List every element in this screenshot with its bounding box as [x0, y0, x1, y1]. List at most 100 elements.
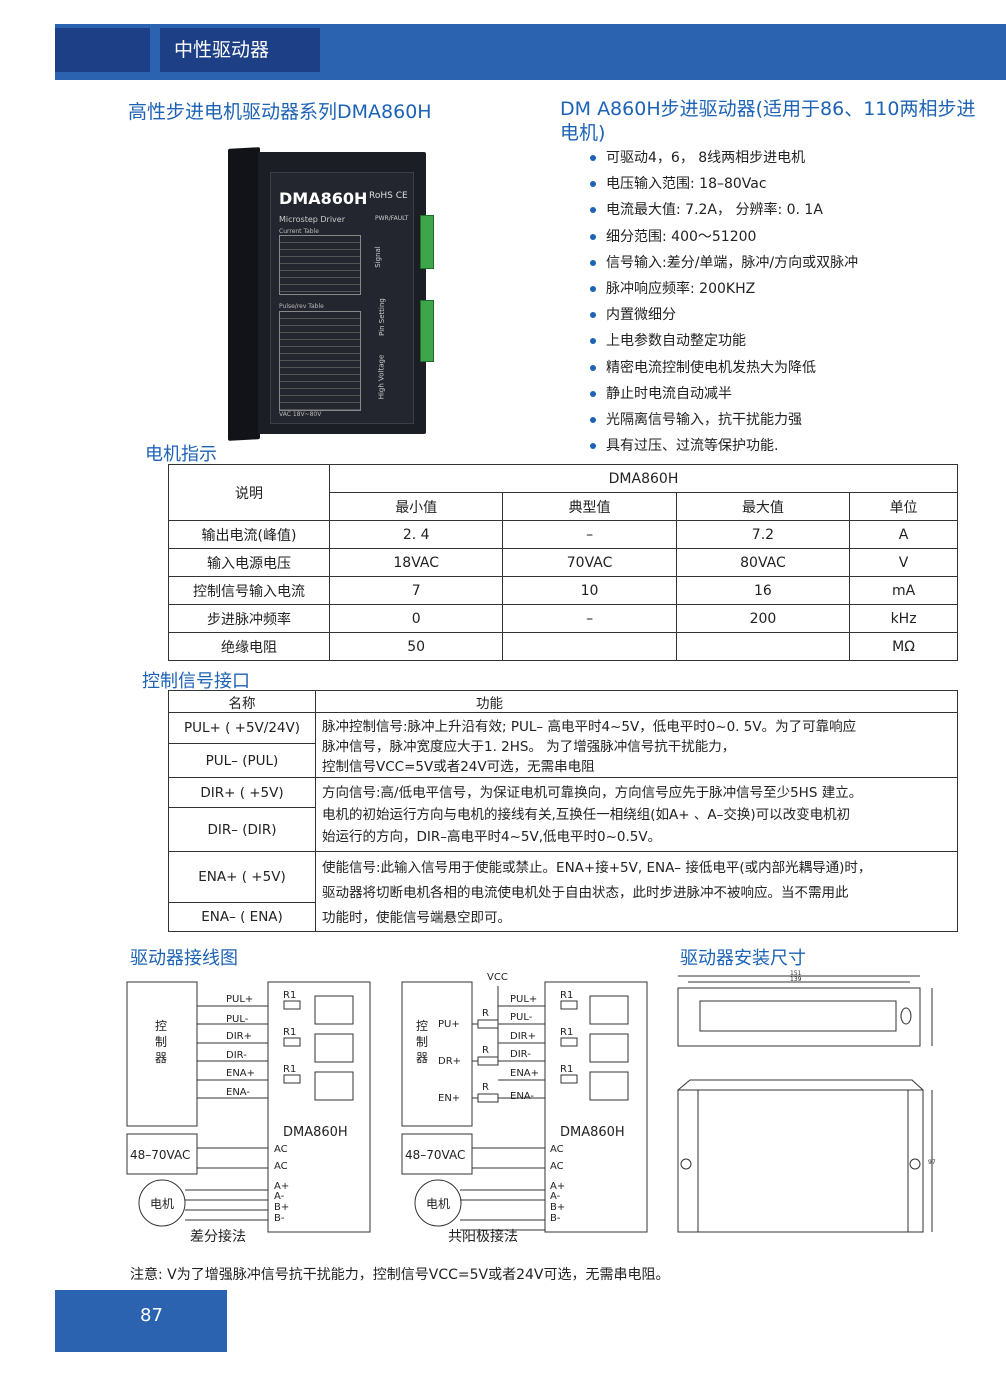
- dim-inner: 139: [790, 976, 802, 983]
- driver-model-common: DMA860H: [560, 1125, 625, 1140]
- sig-pul-line: 脉冲控制信号:脉冲上升沿有效; PUL– 高电平时4~5V，低电平时0~0. 5…: [322, 719, 857, 735]
- phase-label: A-: [550, 1191, 561, 1202]
- sig-col-func: 功能: [315, 690, 958, 713]
- top-view-outline: [677, 987, 921, 1047]
- table-row: 输入电源电压 18VAC 70VAC 80VAC V: [168, 548, 958, 577]
- r1-label: R1: [560, 1027, 573, 1038]
- feature-item: 电压输入范围: 18–80Vac: [582, 171, 942, 197]
- signal-terminal-block: [420, 215, 434, 269]
- spec-desc-header: 说明: [168, 464, 330, 521]
- power-box-diff: [126, 1133, 198, 1175]
- page-number: 87: [55, 1290, 227, 1352]
- motor-spec-table: 说明 DMA860H 最小值 典型值 最大值 单位 输出电流(峰值) 2. 4 …: [168, 464, 958, 661]
- sig-ena-desc: 使能信号:此输入信号用于使能或禁止。ENA+接+5V, ENA– 接低电平(或内…: [315, 851, 958, 932]
- spec-cell: 输出电流(峰值): [168, 520, 330, 549]
- ac-label: AC: [274, 1161, 288, 1172]
- install-dimension-drawing: 151 139 97: [677, 970, 936, 1233]
- spec-col-unit: 单位: [849, 492, 958, 521]
- section-label: 中性驱动器: [160, 28, 320, 72]
- sig-pul-minus: PUL– (PUL): [168, 743, 316, 778]
- r-label: R: [482, 1082, 489, 1093]
- driver-box-common: [544, 981, 648, 1233]
- phase-label: B+: [550, 1202, 565, 1213]
- feature-item: 上电参数自动整定功能: [582, 328, 942, 354]
- controller-label-common: 制: [416, 1035, 428, 1049]
- input-label: DR+: [438, 1056, 461, 1067]
- feature-item: 细分范围: 400～51200: [582, 224, 942, 250]
- feature-item: 可驱动4，6， 8线两相步进电机: [582, 145, 942, 171]
- motor-label-common: 电机: [426, 1197, 450, 1211]
- device-side: [228, 147, 260, 441]
- controller-label-diff: 制: [155, 1035, 167, 1049]
- spec-cell: MΩ: [849, 632, 958, 661]
- spec-cell: 2. 4: [328, 520, 504, 549]
- sig-dir-plus: DIR+ ( +5V): [168, 777, 316, 808]
- dim-width: 151: [790, 970, 802, 977]
- sig-ena-plus: ENA+ ( +5V): [168, 850, 316, 904]
- phase-label: B+: [274, 1202, 289, 1213]
- sig-dir-line: 始运行的方向，DIR–高电平时4~5V,低电平时0~0.5V。: [322, 829, 662, 845]
- controller-box-common: [401, 981, 473, 1127]
- table-row: 输出电流(峰值) 2. 4 – 7.2 A: [168, 520, 958, 549]
- input-label: EN+: [438, 1093, 460, 1104]
- ac-label: AC: [274, 1144, 288, 1155]
- side-view-outline: [677, 1089, 924, 1233]
- sig-col-name: 名称: [168, 690, 316, 713]
- spec-cell: kHz: [849, 604, 958, 633]
- spec-cell: 10: [502, 576, 677, 605]
- spec-col-min: 最小值: [328, 492, 504, 521]
- sig-dir-line: 方向信号:高/低电平信号，为保证电机可靠换向，方向信号应先于脉冲信号至少5HS …: [322, 785, 863, 801]
- motor-label-diff: 电机: [150, 1197, 174, 1211]
- device-pwr: PWR/FAULT: [375, 215, 409, 222]
- ac-label: AC: [550, 1161, 564, 1172]
- r-label: R: [482, 1008, 489, 1019]
- spec-cell: V: [849, 548, 958, 577]
- table-row: 控制信号输入电流 7 10 16 mA: [168, 576, 958, 605]
- pin-label: ENA-: [226, 1087, 250, 1098]
- table-row: 步进脉冲频率 0 – 200 kHz: [168, 604, 958, 633]
- driver-product-image: DMA860H RoHS CE Microstep Driver PWR/FAU…: [228, 140, 443, 441]
- vcc-label: VCC: [487, 972, 508, 983]
- spec-cell: 输入电源电压: [168, 548, 330, 577]
- phase-label: A+: [550, 1181, 565, 1192]
- sig-dir-minus: DIR– (DIR): [168, 807, 316, 852]
- feature-item: 脉冲响应频率: 200KHZ: [582, 276, 942, 302]
- pin-label: ENA-: [510, 1091, 534, 1102]
- ac-label: AC: [550, 1144, 564, 1155]
- device-face: DMA860H RoHS CE Microstep Driver PWR/FAU…: [270, 172, 414, 424]
- spec-cell: 50: [328, 632, 504, 661]
- driver-box-diff: [267, 981, 371, 1233]
- signal-interface-heading: 控制信号接口: [142, 671, 250, 692]
- sig-dir-line: 电机的初始运行方向与电机的接线有关,互换任一相绕组(如A+ 、A–交换)可以改变…: [322, 807, 851, 823]
- feature-item: 信号输入:差分/单端，脉冲/方向或双脉冲: [582, 250, 942, 276]
- spec-cell: –: [502, 604, 677, 633]
- install-heading: 驱动器安装尺寸: [680, 948, 806, 969]
- feature-item: 内置微细分: [582, 302, 942, 328]
- pin-label: DIR+: [510, 1031, 536, 1042]
- power-box-common: [401, 1133, 473, 1175]
- right-title: DM A860H步进驱动器(适用于86、110两相步进电机): [560, 98, 976, 144]
- pin-label: DIR-: [510, 1049, 531, 1060]
- left-title: 高性步进电机驱动器系列DMA860H: [128, 101, 432, 123]
- pin-label: PUL+: [226, 994, 253, 1005]
- caption-diff: 差分接法: [190, 1228, 246, 1245]
- r1-label: R1: [283, 1027, 296, 1038]
- feature-item: 精密电流控制使电机发热大为降低: [582, 355, 942, 381]
- motor-circle-diff: [138, 1179, 186, 1227]
- device-current-table: Current Table: [279, 228, 319, 235]
- device-setting: Pin Setting: [377, 298, 386, 336]
- sig-pul-desc: 脉冲控制信号:脉冲上升沿有效; PUL– 高电平时4~5V，低电平时0~0. 5…: [315, 712, 958, 778]
- spec-cell: [675, 632, 851, 661]
- spec-cell: 7.2: [675, 520, 851, 549]
- pin-label: ENA+: [510, 1068, 539, 1079]
- spec-col-max: 最大值: [675, 492, 851, 521]
- pin-label: PUL-: [510, 1012, 533, 1023]
- device-vac: VAC 18V~80V: [279, 411, 322, 418]
- device-subtitle: Microstep Driver: [279, 215, 345, 224]
- spec-cell: 18VAC: [328, 548, 504, 577]
- controller-label-common: 控: [416, 1019, 428, 1033]
- device-pulse-table: Pulse/rev Table: [279, 303, 324, 310]
- dim-height: 97: [928, 1159, 936, 1166]
- wiring-heading: 驱动器接线图: [130, 948, 238, 969]
- controller-label-diff: 器: [155, 1051, 167, 1065]
